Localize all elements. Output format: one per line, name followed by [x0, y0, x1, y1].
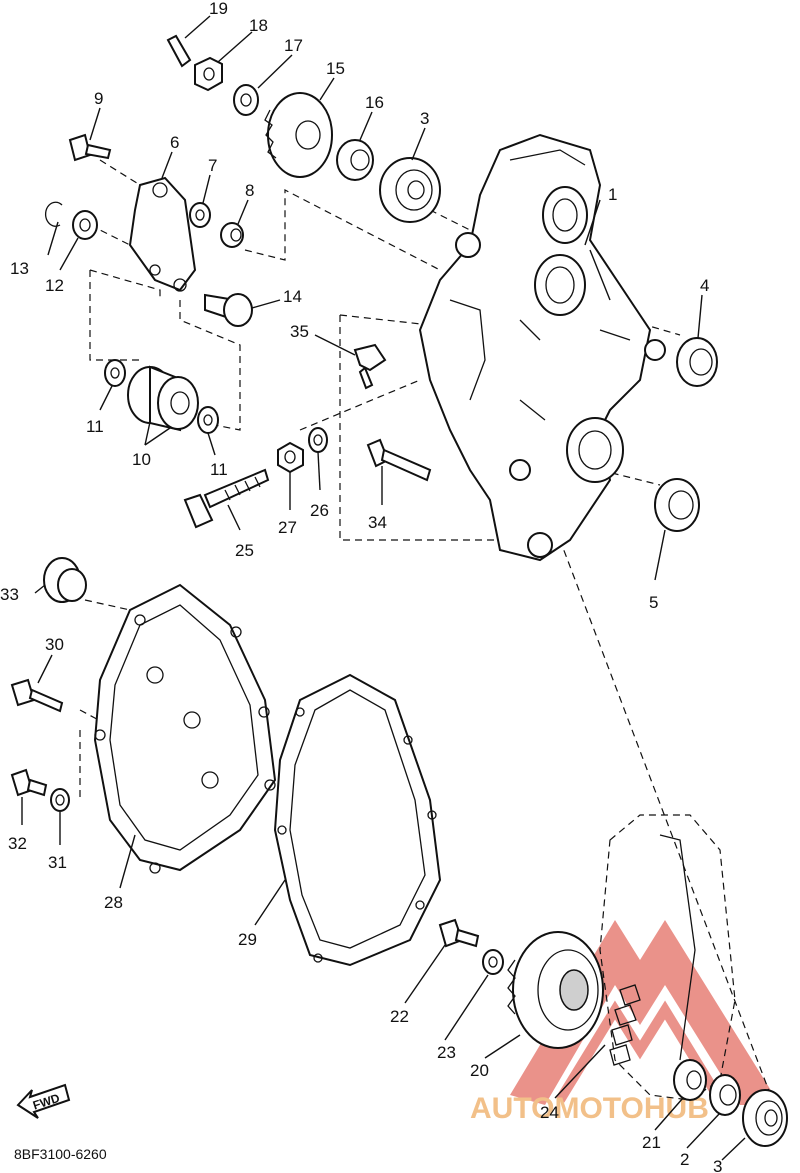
case-cover-28 [93, 583, 277, 874]
sprocket-lower [507, 931, 604, 1049]
callout-4: 4 [700, 276, 709, 295]
callout-34: 34 [368, 513, 387, 532]
washer-26 [308, 427, 328, 453]
bolt-9 [68, 133, 112, 162]
callout-10: 10 [132, 450, 151, 469]
callout-27: 27 [278, 518, 297, 537]
bolt-25 [183, 468, 270, 529]
callout-2: 2 [680, 1150, 689, 1169]
callout-26: 26 [310, 501, 329, 520]
callout-15: 15 [326, 59, 345, 78]
nut-27 [277, 441, 304, 474]
circlip-13 [45, 201, 63, 227]
lever-bracket-6 [128, 176, 197, 292]
nut-18 [194, 56, 223, 92]
callout-35: 35 [290, 322, 309, 341]
callout-3-lower: 3 [713, 1157, 722, 1173]
fwd-arrow-icon: FWD [16, 1083, 71, 1119]
grease-nipple-35 [353, 343, 387, 390]
oil-seal-5 [654, 478, 700, 532]
callout-31: 31 [48, 853, 67, 872]
bearing-upper [379, 157, 441, 223]
callout-28: 28 [104, 893, 123, 912]
callout-6: 6 [170, 133, 179, 152]
pin-14 [204, 293, 253, 327]
callout-30: 30 [45, 635, 64, 654]
callout-18: 18 [249, 16, 268, 35]
callout-25: 25 [235, 541, 254, 560]
callout-17: 17 [284, 36, 303, 55]
callout-19: 19 [209, 0, 228, 18]
washer-17 [233, 84, 259, 116]
callout-14: 14 [283, 287, 302, 306]
washer-12 [72, 210, 98, 240]
callout-9: 9 [94, 89, 103, 108]
callout-5: 5 [649, 593, 658, 612]
callout-23: 23 [437, 1043, 456, 1062]
oil-seal-4 [676, 337, 718, 387]
callout-29: 29 [238, 930, 257, 949]
washer-11-left [104, 359, 126, 387]
drive-chain-24 [599, 814, 736, 1101]
oil-seal-2 [709, 1074, 741, 1116]
cotter-pin-19 [166, 34, 192, 68]
callout-21: 21 [642, 1133, 661, 1152]
callout-33: 33 [0, 585, 19, 604]
collar-8 [220, 222, 244, 248]
callout-1: 1 [608, 185, 617, 204]
bolt-22 [438, 918, 480, 948]
cap-33 [43, 557, 87, 603]
callout-11-right: 11 [210, 460, 228, 479]
bearing-lower [742, 1089, 788, 1147]
callout-11-left: 11 [86, 417, 104, 436]
diagram-code: 8BF3100-6260 [14, 1146, 107, 1162]
callout-22: 22 [390, 1007, 409, 1026]
sprocket-upper [264, 92, 333, 178]
callout-24: 24 [540, 1103, 559, 1122]
bolt-34 [366, 438, 432, 482]
collar [336, 139, 374, 181]
gear-case-housing [418, 133, 666, 562]
callout-20: 20 [470, 1061, 489, 1080]
leader-lines [21, 15, 746, 1161]
callout-12: 12 [45, 276, 64, 295]
collar-21 [673, 1059, 707, 1101]
washer-23 [482, 949, 504, 975]
callout-3-upper: 3 [420, 109, 429, 128]
washer-11-right [197, 406, 219, 434]
gasket-29 [273, 673, 442, 967]
callout-32: 32 [8, 834, 27, 853]
callout-numbers: 1 2 3 3 4 5 6 7 8 9 10 11 11 12 13 14 15… [0, 0, 722, 1173]
washer-7 [189, 202, 211, 228]
callout-7: 7 [208, 156, 217, 175]
bolt-30 [10, 678, 64, 713]
bolt-32 [10, 768, 48, 797]
bearing-10 [127, 365, 199, 432]
callout-13: 13 [10, 259, 29, 278]
callout-8: 8 [245, 181, 254, 200]
washer-31 [50, 788, 70, 812]
callout-16: 16 [365, 93, 384, 112]
